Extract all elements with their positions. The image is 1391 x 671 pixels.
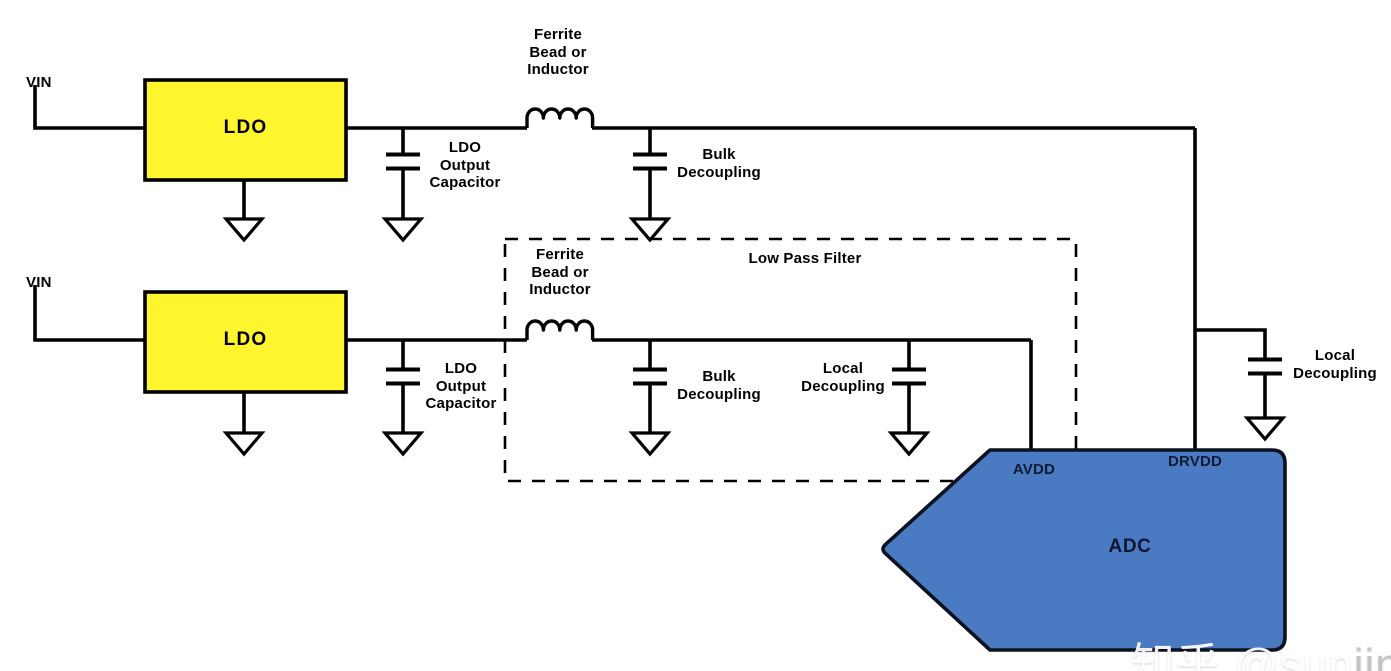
- bottom-ldo-ground: [224, 431, 264, 456]
- top-bulk-decoupling-label: Bulk Decoupling: [677, 146, 761, 181]
- bottom-local-decoupling-label: Local Decoupling: [801, 360, 885, 395]
- top-ferrite-label: Ferrite Bead or Inductor: [527, 26, 589, 79]
- bottom-ldo-label: LDO: [223, 329, 268, 350]
- top-vin-label: VIN: [26, 74, 52, 91]
- top-rail-wiring: [33, 85, 1195, 219]
- adc-label: ADC: [1108, 536, 1152, 557]
- adc-pin-avdd-label: AVDD: [1012, 461, 1056, 478]
- top-ldo-block: [143, 78, 348, 182]
- top-ldo-label: LDO: [223, 117, 268, 138]
- watermark-suffix: jing: [1353, 640, 1391, 671]
- bottom-ldo-block: [143, 290, 348, 394]
- bottom-output-capacitor-label: LDO Output Capacitor: [425, 360, 497, 413]
- bottom-rail-wiring: [33, 285, 1033, 452]
- low-pass-filter-label: Low Pass Filter: [748, 250, 862, 267]
- right-branch-wiring: [1193, 128, 1267, 452]
- top-ferrite-bead-inductor: [525, 107, 595, 130]
- watermark-prefix: 知乎 @sun: [1130, 640, 1354, 671]
- bottom-vin-label: VIN: [26, 274, 52, 291]
- bottom-ferrite-label: Ferrite Bead or Inductor: [529, 246, 591, 299]
- top-output-capacitor-label: LDO Output Capacitor: [429, 139, 501, 192]
- adc-pin-drvdd-label: DRVDD: [1167, 453, 1223, 470]
- right-local-decoupling-label: Local Decoupling: [1293, 347, 1377, 382]
- bottom-bulk-decoupling-label: Bulk Decoupling: [677, 368, 761, 403]
- top-ldo-ground: [224, 217, 264, 242]
- watermark: 知乎 @sunjing: [1078, 578, 1391, 671]
- adc-block: [881, 448, 1287, 652]
- bottom-ferrite-bead-inductor: [525, 319, 595, 342]
